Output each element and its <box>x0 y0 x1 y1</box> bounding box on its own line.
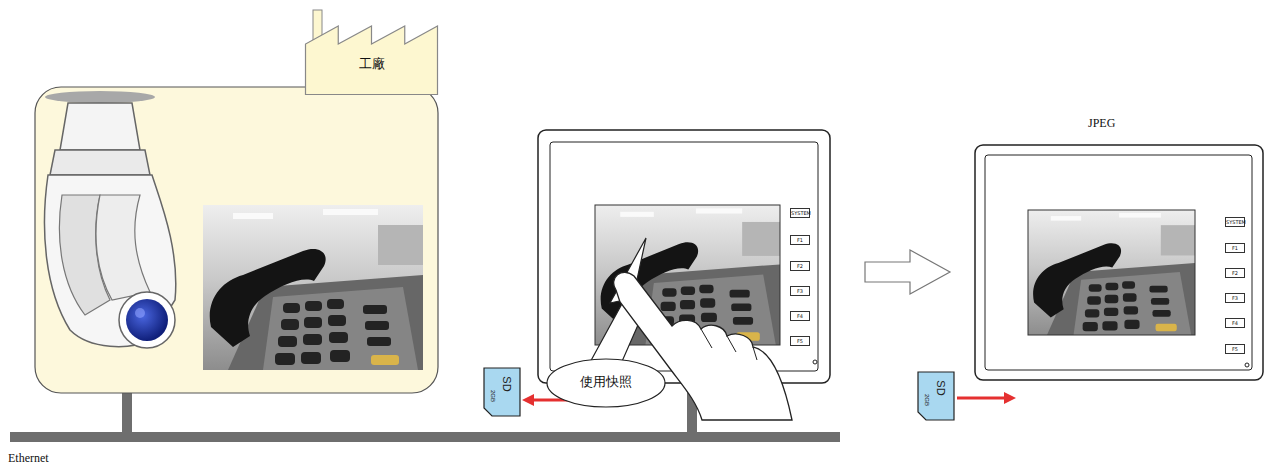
function-key: F3 <box>790 286 810 296</box>
network-label: Ethernet <box>8 451 49 466</box>
function-key: F3 <box>1225 293 1245 303</box>
card-label: SD <box>935 380 946 395</box>
function-key: F1 <box>790 235 810 245</box>
card-capacity: 2GB <box>490 390 496 402</box>
format-label: JPEG <box>1088 116 1115 131</box>
node-label: 工廠 <box>305 56 438 72</box>
card-label: SD <box>501 376 512 391</box>
function-key: F1 <box>1225 243 1245 253</box>
factory-building: 工廠 <box>305 22 438 95</box>
function-key: F4 <box>1225 318 1245 328</box>
function-key: SYSTEM <box>1225 217 1245 227</box>
card-capacity: 2GB <box>924 394 930 406</box>
function-key: F5 <box>790 336 810 346</box>
node-label: 使用快照 <box>546 374 666 390</box>
speech-bubble: 使用快照 <box>546 358 666 408</box>
function-key: F2 <box>1225 268 1245 278</box>
function-key: F5 <box>1225 344 1245 354</box>
function-key: F4 <box>790 311 810 321</box>
function-key: SYSTEM <box>790 208 810 218</box>
function-key: F2 <box>790 261 810 271</box>
